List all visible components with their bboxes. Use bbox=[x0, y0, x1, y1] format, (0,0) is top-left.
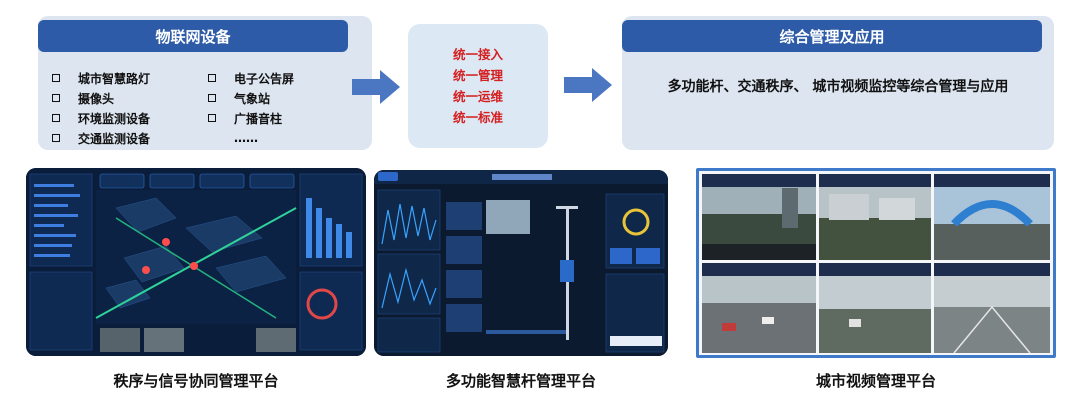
checkbox-square-icon bbox=[208, 114, 216, 122]
device-list-right: 电子公告屏 气象站 广播音柱 …… bbox=[208, 68, 294, 148]
smart-pole-screenshot bbox=[374, 170, 668, 356]
platform-caption: 多功能智慧杆管理平台 bbox=[445, 372, 596, 390]
smart-pole-image bbox=[374, 170, 668, 356]
list-item: …… bbox=[234, 131, 258, 145]
iot-devices-title: 物联网设备 bbox=[38, 20, 348, 52]
camera-view-image bbox=[819, 263, 931, 353]
list-item: 摄像头 bbox=[52, 88, 150, 108]
list-item: 广播音柱 bbox=[208, 108, 294, 128]
city-video-screenshot bbox=[696, 168, 1056, 358]
list-item: 环境监测设备 bbox=[52, 108, 150, 128]
unify-panel: 统一接入 统一管理 统一运维 统一标准 bbox=[408, 24, 548, 148]
camera-view-image bbox=[934, 263, 1050, 353]
list-item: 城市智慧路灯 bbox=[52, 68, 150, 88]
integrated-app-description: 多功能杆、交通秩序、 城市视频监控等综合管理与应用 bbox=[667, 79, 1009, 95]
right-arrow-icon bbox=[352, 70, 400, 104]
traffic-dashboard-image bbox=[26, 168, 366, 356]
camera-view-image bbox=[702, 263, 816, 353]
checkbox-square-icon bbox=[52, 134, 60, 142]
camera-tile bbox=[934, 263, 1050, 353]
checkbox-square-icon bbox=[52, 74, 60, 82]
checkbox-square-icon bbox=[208, 74, 216, 82]
camera-tile bbox=[702, 263, 816, 353]
platform-caption: 城市视频管理平台 bbox=[815, 372, 936, 390]
camera-tile bbox=[819, 174, 931, 260]
checkbox-square-icon bbox=[52, 94, 60, 102]
camera-tile bbox=[819, 263, 931, 353]
camera-view-image bbox=[934, 174, 1050, 260]
device-list-left: 城市智慧路灯 摄像头 环境监测设备 交通监测设备 bbox=[52, 68, 150, 148]
list-item: 气象站 bbox=[208, 88, 294, 108]
unify-item: 统一接入 bbox=[452, 47, 503, 62]
unify-item: 统一管理 bbox=[452, 68, 503, 83]
unify-item: 统一标准 bbox=[452, 110, 503, 125]
unify-item: 统一运维 bbox=[452, 89, 503, 104]
list-item: 电子公告屏 bbox=[208, 68, 294, 88]
camera-view-image bbox=[702, 174, 816, 260]
iot-devices-panel: 物联网设备 城市智慧路灯 摄像头 环境监测设备 交通监测设备 电子公告屏 气象站… bbox=[38, 16, 372, 150]
traffic-dashboard-screenshot bbox=[26, 168, 366, 356]
camera-tile bbox=[934, 174, 1050, 260]
list-item: 交通监测设备 bbox=[52, 128, 150, 148]
checkbox-square-icon bbox=[208, 94, 216, 102]
right-arrow-icon bbox=[564, 68, 612, 102]
checkbox-square-icon bbox=[52, 114, 60, 122]
camera-tile bbox=[702, 174, 816, 260]
camera-view-image bbox=[819, 174, 931, 260]
integrated-app-panel: 综合管理及应用 多功能杆、交通秩序、 城市视频监控等综合管理与应用 bbox=[622, 16, 1054, 150]
platform-caption: 秩序与信号协同管理平台 bbox=[113, 372, 279, 390]
integrated-app-title: 综合管理及应用 bbox=[622, 20, 1042, 52]
